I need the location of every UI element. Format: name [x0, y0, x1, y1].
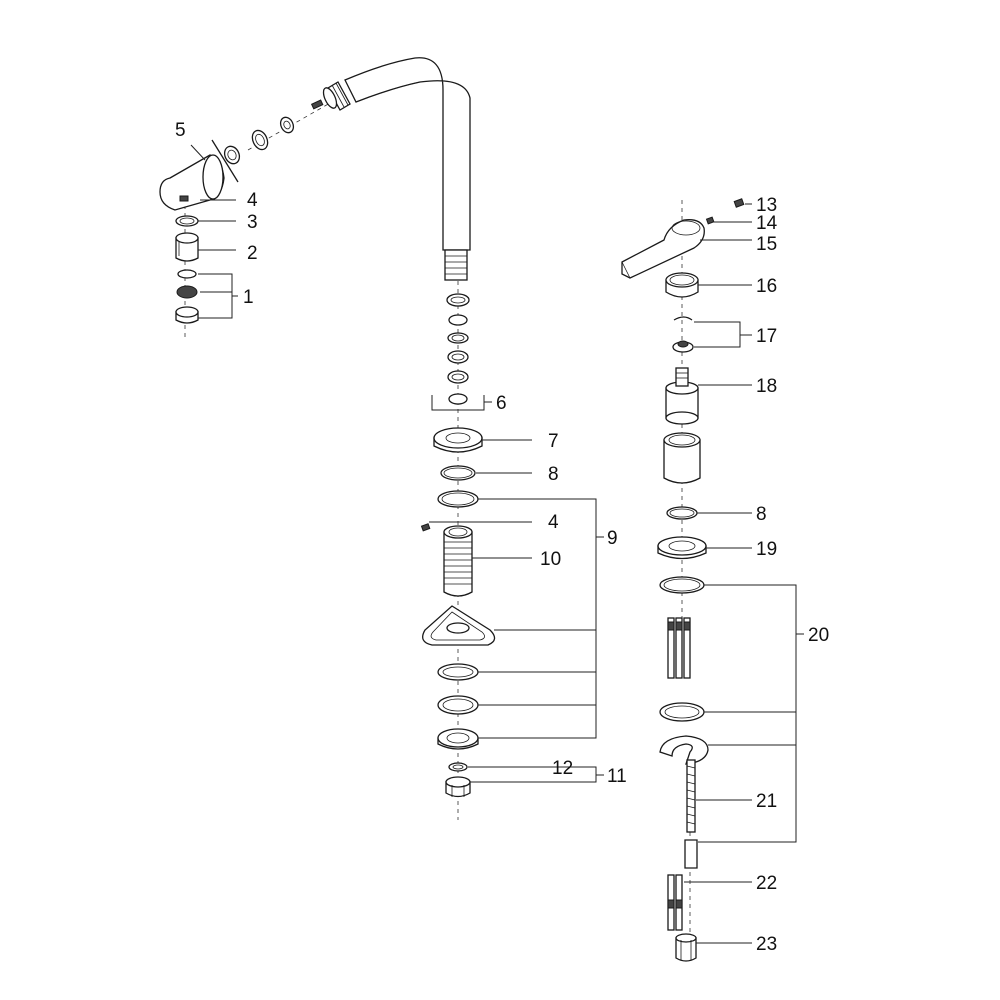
label-4-left: 4	[247, 190, 258, 211]
label-14: 14	[756, 213, 778, 234]
part-18-cartridge	[665, 367, 699, 425]
label-10: 10	[540, 549, 561, 570]
label-17: 17	[756, 326, 777, 347]
part-8-ring-center	[440, 465, 476, 481]
label-2: 2	[247, 243, 258, 264]
spout-top-small-parts	[223, 116, 295, 165]
part-13-14-screws	[705, 198, 745, 225]
label-16: 16	[756, 276, 777, 297]
part-19-washer	[657, 536, 707, 560]
label-4-center: 4	[548, 512, 559, 533]
part-20-ring-top	[659, 576, 705, 594]
label-5: 5	[175, 120, 186, 141]
part-16-cap-nut	[665, 272, 699, 298]
part-9-ring-top	[437, 490, 479, 508]
label-22: 22	[756, 873, 777, 894]
part-20-horseshoe	[659, 735, 709, 765]
part-labels: 5 4 3 2 1 6 7 8 4 9 10 12 11 13 14 15 16…	[175, 120, 829, 955]
part-23-hose-nut	[675, 933, 697, 962]
spout-tube	[310, 57, 471, 281]
part-22-hoses	[667, 874, 683, 931]
label-18: 18	[756, 376, 777, 397]
label-12: 12	[552, 758, 573, 779]
label-9: 9	[607, 528, 618, 549]
part-15-lever-handle	[621, 219, 705, 279]
part-8-ring-right	[666, 506, 698, 520]
part-18-body-sleeve	[663, 432, 701, 484]
part-9-triangular-plate	[422, 605, 496, 646]
label-7: 7	[548, 431, 559, 452]
label-8-right: 8	[756, 504, 767, 525]
part-21-threaded-rod	[684, 759, 698, 869]
hose-connectors	[667, 617, 691, 679]
part-4-screw-center	[420, 523, 431, 532]
label-8-center: 8	[548, 464, 559, 485]
part-5-cylinder	[159, 139, 239, 211]
part-17-clip-set	[672, 316, 694, 353]
part-9-lower-rings	[437, 663, 479, 750]
leader-lines	[190, 144, 804, 944]
center-stack-seals	[446, 293, 470, 405]
label-11: 11	[607, 766, 627, 787]
label-21: 21	[756, 791, 777, 812]
label-15: 15	[756, 234, 777, 255]
label-1: 1	[243, 287, 254, 308]
label-13: 13	[756, 195, 777, 216]
part-10-threaded-shank	[443, 525, 473, 597]
part-7-washer	[433, 427, 483, 453]
label-19: 19	[756, 539, 777, 560]
label-6: 6	[496, 393, 507, 414]
part-11-12-nut-washer	[445, 762, 471, 798]
left-aerator-stack	[175, 195, 199, 324]
label-3: 3	[247, 212, 258, 233]
part-20-ring-mid	[659, 702, 705, 722]
label-20: 20	[808, 625, 829, 646]
label-23: 23	[756, 934, 777, 955]
